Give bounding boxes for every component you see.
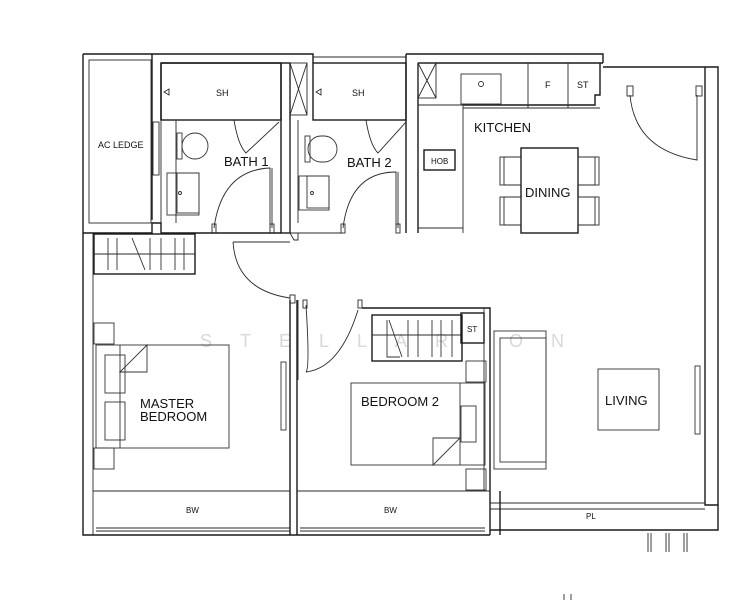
planter-area: PL <box>563 512 688 600</box>
living-label: LIVING <box>605 393 648 408</box>
bath1-label: BATH 1 <box>224 154 269 169</box>
bath1-area: SH BATH 1 <box>160 62 291 234</box>
bath2-area: SH BATH 2 <box>289 62 407 241</box>
bay-window-1-label: BW <box>186 506 199 515</box>
shaft <box>289 62 308 116</box>
bay-window-2-label: BW <box>384 506 397 515</box>
bedroom2-store-label: ST <box>467 325 477 334</box>
bath1-shower-label: SH <box>216 88 229 98</box>
master-bedroom-label-line2: BEDROOM <box>140 409 207 424</box>
living-area: LIVING <box>493 330 701 470</box>
bay-windows: BW BW <box>93 490 490 532</box>
kitchen-label: KITCHEN <box>474 120 531 135</box>
ac-ledge-label: AC LEDGE <box>98 140 144 150</box>
hob-label: HOB <box>431 157 448 166</box>
dining-area: DINING <box>499 147 600 234</box>
planter-label: PL <box>586 512 596 521</box>
ac-ledge-area: AC LEDGE <box>88 59 160 224</box>
fridge-label: F <box>545 80 551 90</box>
watermark: STELLAR ON <box>200 331 592 351</box>
kitchen-store-label: ST <box>577 80 589 90</box>
bedroom2-label: BEDROOM 2 <box>361 394 439 409</box>
bedroom2-area: ST BEDROOM 2 <box>302 299 491 491</box>
partition-walls <box>289 300 299 535</box>
bath2-shower-label: SH <box>352 88 365 98</box>
dining-label: DINING <box>525 185 571 200</box>
outer-walls <box>82 53 719 536</box>
master-bedroom-label-line1: MASTER <box>140 396 194 411</box>
kitchen-area: F ST HOB KITCHEN <box>417 62 703 233</box>
master-bedroom-area: MASTER BEDROOM <box>83 222 296 535</box>
bath2-label: BATH 2 <box>347 155 392 170</box>
